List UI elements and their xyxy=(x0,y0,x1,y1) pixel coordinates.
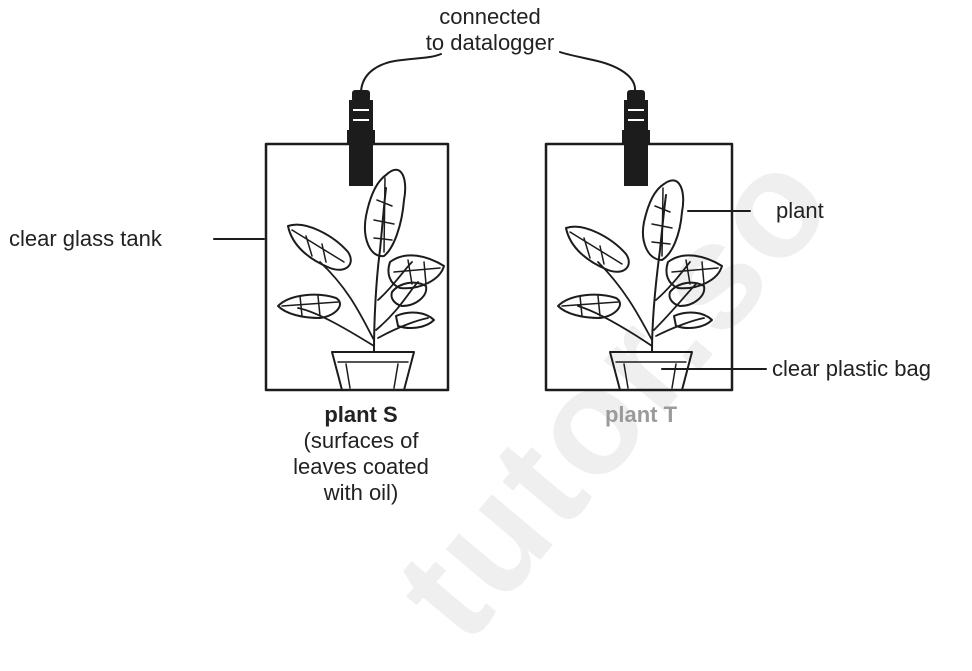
datalogger-label: connected to datalogger xyxy=(400,4,580,56)
plant-label: plant xyxy=(776,198,824,224)
sensor-cable-left xyxy=(361,54,441,92)
plant-t-title: plant T xyxy=(566,402,716,428)
plant-s-drawing xyxy=(278,170,444,390)
datalogger-label-line2: to datalogger xyxy=(400,30,580,56)
bag-label: clear plastic bag xyxy=(772,356,931,382)
sensor-probe-left xyxy=(347,90,375,186)
sensor-cable-right xyxy=(560,52,635,92)
datalogger-label-line1: connected xyxy=(400,4,580,30)
plant-s-caption: plant S (surfaces of leaves coated with … xyxy=(276,402,446,506)
plant-s-title: plant S xyxy=(276,402,446,428)
tank-label: clear glass tank xyxy=(9,226,162,252)
plant-s-note-3: with oil) xyxy=(276,480,446,506)
pot-s xyxy=(332,352,414,390)
plant-s-note-2: leaves coated xyxy=(276,454,446,480)
sensor-probe-right xyxy=(622,90,650,186)
apparatus-drawing xyxy=(0,0,972,527)
diagram: tutor.so xyxy=(0,0,972,527)
pot-t xyxy=(610,352,692,390)
plant-s-note-1: (surfaces of xyxy=(276,428,446,454)
